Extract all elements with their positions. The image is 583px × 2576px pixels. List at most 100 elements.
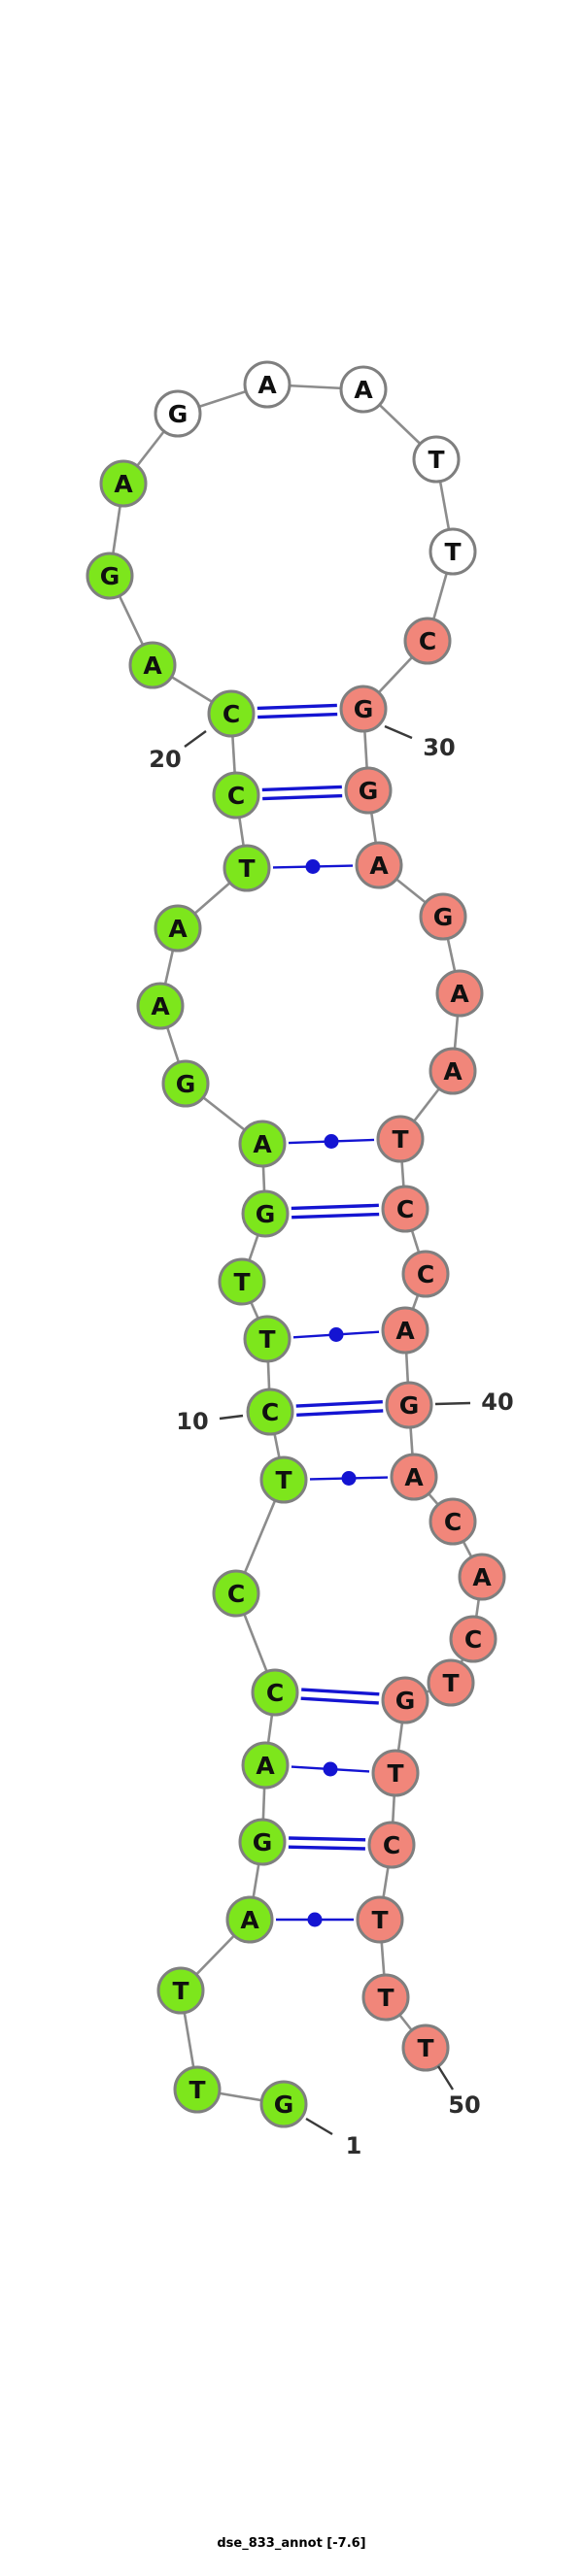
nucleotide-7[interactable]: C [251, 1668, 299, 1717]
nucleotide-12[interactable]: T [218, 1257, 266, 1306]
nucleotide-27[interactable]: T [412, 435, 461, 484]
nucleotide-34[interactable]: A [435, 969, 484, 1018]
nucleotide-circle[interactable] [218, 1257, 266, 1306]
nucleotide-circle[interactable] [381, 1676, 429, 1724]
nucleotide-32[interactable]: A [355, 841, 403, 889]
nucleotide-circle[interactable] [259, 2080, 308, 2128]
nucleotide-40[interactable]: G [385, 1381, 433, 1429]
nucleotide-circle[interactable] [427, 1658, 475, 1707]
nucleotide-10[interactable]: C [246, 1388, 294, 1436]
nucleotide-31[interactable]: G [344, 766, 393, 815]
nucleotide-20[interactable]: C [207, 689, 256, 738]
nucleotide-circle[interactable] [412, 435, 461, 484]
nucleotide-51[interactable]: T [401, 2024, 450, 2072]
nucleotide-1[interactable]: G [259, 2080, 308, 2128]
nucleotide-circle[interactable] [154, 904, 202, 953]
nucleotide-2[interactable]: T [173, 2065, 222, 2114]
nucleotide-circle[interactable] [449, 1615, 497, 1663]
nucleotide-circle[interactable] [212, 771, 260, 820]
nucleotide-circle[interactable] [156, 1966, 205, 2015]
nucleotide-28[interactable]: T [429, 527, 477, 576]
nucleotide-18[interactable]: T [223, 844, 271, 892]
nucleotide-6[interactable]: A [241, 1741, 290, 1790]
nucleotide-38[interactable]: C [401, 1250, 450, 1298]
nucleotide-circle[interactable] [223, 844, 271, 892]
nucleotide-circle[interactable] [429, 1497, 477, 1546]
nucleotide-circle[interactable] [128, 641, 177, 689]
nucleotide-circle[interactable] [136, 982, 185, 1030]
nucleotide-circle[interactable] [429, 527, 477, 576]
nucleotide-23[interactable]: A [99, 459, 148, 508]
nucleotide-46[interactable]: G [381, 1676, 429, 1724]
nucleotide-circle[interactable] [355, 841, 403, 889]
nucleotide-circle[interactable] [251, 1668, 299, 1717]
nucleotide-15[interactable]: G [161, 1059, 210, 1108]
nucleotide-circle[interactable] [212, 1569, 260, 1618]
nucleotide-circle[interactable] [401, 2024, 450, 2072]
nucleotide-circle[interactable] [419, 892, 467, 941]
nucleotide-35[interactable]: A [429, 1047, 477, 1095]
nucleotide-circle[interactable] [376, 1115, 425, 1163]
nucleotide-circle[interactable] [403, 617, 452, 665]
nucleotide-circle[interactable] [207, 689, 256, 738]
nucleotide-8[interactable]: C [212, 1569, 260, 1618]
nucleotide-circle[interactable] [381, 1306, 429, 1355]
nucleotide-circle[interactable] [435, 969, 484, 1018]
nucleotide-30[interactable]: G [339, 685, 388, 733]
nucleotide-29[interactable]: C [403, 617, 452, 665]
nucleotide-41[interactable]: A [390, 1453, 438, 1501]
nucleotide-circle[interactable] [401, 1250, 450, 1298]
nucleotide-circle[interactable] [259, 1455, 308, 1504]
nucleotide-36[interactable]: T [376, 1115, 425, 1163]
nucleotide-circle[interactable] [243, 360, 292, 409]
nucleotide-circle[interactable] [356, 1895, 404, 1944]
nucleotide-circle[interactable] [243, 1315, 292, 1363]
nucleotide-17[interactable]: A [154, 904, 202, 953]
nucleotide-circle[interactable] [385, 1381, 433, 1429]
nucleotide-11[interactable]: T [243, 1315, 292, 1363]
nucleotide-25[interactable]: A [243, 360, 292, 409]
nucleotide-circle[interactable] [241, 1189, 290, 1238]
nucleotide-circle[interactable] [390, 1453, 438, 1501]
nucleotide-circle[interactable] [361, 1973, 410, 2022]
nucleotide-22[interactable]: G [86, 552, 134, 600]
nucleotide-33[interactable]: G [419, 892, 467, 941]
nucleotide-circle[interactable] [154, 389, 202, 438]
nucleotide-circle[interactable] [241, 1741, 290, 1790]
nucleotide-37[interactable]: C [381, 1185, 429, 1233]
nucleotide-50[interactable]: T [361, 1973, 410, 2022]
nucleotide-circle[interactable] [381, 1185, 429, 1233]
nucleotide-16[interactable]: A [136, 982, 185, 1030]
nucleotide-circle[interactable] [458, 1553, 506, 1601]
nucleotide-48[interactable]: C [367, 1821, 416, 1869]
nucleotide-circle[interactable] [246, 1388, 294, 1436]
nucleotide-circle[interactable] [161, 1059, 210, 1108]
nucleotide-circle[interactable] [173, 2065, 222, 2114]
nucleotide-49[interactable]: T [356, 1895, 404, 1944]
nucleotide-circle[interactable] [86, 552, 134, 600]
nucleotide-circle[interactable] [339, 365, 388, 414]
nucleotide-circle[interactable] [344, 766, 393, 815]
nucleotide-circle[interactable] [225, 1895, 274, 1944]
nucleotide-13[interactable]: G [241, 1189, 290, 1238]
nucleotide-5[interactable]: G [238, 1818, 287, 1866]
nucleotide-21[interactable]: A [128, 641, 177, 689]
nucleotide-circle[interactable] [429, 1047, 477, 1095]
nucleotide-44[interactable]: C [449, 1615, 497, 1663]
nucleotide-14[interactable]: A [238, 1120, 287, 1168]
nucleotide-4[interactable]: A [225, 1895, 274, 1944]
nucleotide-circle[interactable] [99, 459, 148, 508]
nucleotide-19[interactable]: C [212, 771, 260, 820]
nucleotide-42[interactable]: C [429, 1497, 477, 1546]
nucleotide-circle[interactable] [371, 1749, 420, 1797]
nucleotide-39[interactable]: A [381, 1306, 429, 1355]
nucleotide-3[interactable]: T [156, 1966, 205, 2015]
nucleotide-circle[interactable] [238, 1120, 287, 1168]
nucleotide-circle[interactable] [339, 685, 388, 733]
nucleotide-26[interactable]: A [339, 365, 388, 414]
nucleotide-43[interactable]: A [458, 1553, 506, 1601]
nucleotide-47[interactable]: T [371, 1749, 420, 1797]
nucleotide-24[interactable]: G [154, 389, 202, 438]
nucleotide-45[interactable]: T [427, 1658, 475, 1707]
nucleotide-circle[interactable] [367, 1821, 416, 1869]
